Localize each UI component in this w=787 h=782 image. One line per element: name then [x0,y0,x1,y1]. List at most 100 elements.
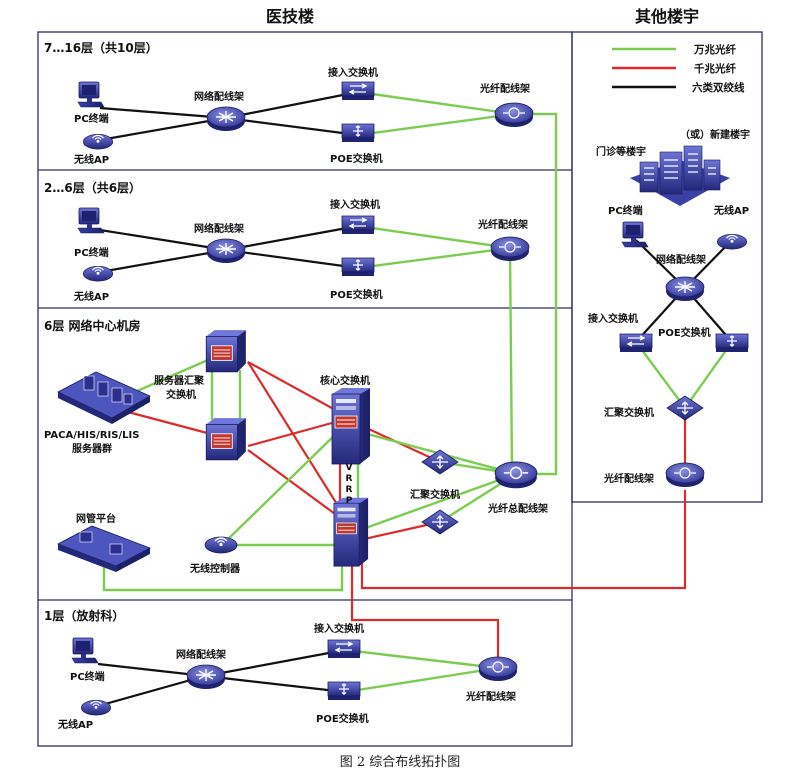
pc-label: PC终端 [608,204,643,217]
link-core-floor1 [350,560,500,668]
fiber-panel-icon [490,236,530,262]
link-panel-access-7 [225,90,359,120]
server-agg-label-1: 服务器汇聚 [154,374,205,387]
link-o-poe-agg [684,341,733,409]
link-fiber7-main [514,112,558,476]
section-floors-2-6: 2…6层（共6层） PC终端 无线AP 网络配线架 接入交换机 POE交换机 光… [44,180,530,303]
server-agg-label-2: 交换机 [166,388,196,401]
core-switch-1-icon [331,387,371,465]
link-access-fiber-2 [357,224,511,250]
link-panel-poe-1 [204,674,346,694]
vrrp-letter: P [346,496,353,506]
main-fiber-panel-icon [494,461,538,490]
section-floors-7-16: 7…16层（共10层） PC终端 无线AP 网络配线架 接入交换机 POE交换机… [44,40,534,166]
section-network-center: 6层 网络中心机房 PACA/HIS/RIS/LIS 服务器群 服务器汇聚 交换… [44,318,548,575]
access-switch-icon [619,333,653,353]
link-poe-fiber-7 [357,112,515,137]
patch-panel-label: 网络配线架 [194,222,244,235]
fiber-panel-icon [478,656,518,682]
link-poe-fiber-1 [344,666,499,694]
fiber-panel-label: 光纤配线架 [603,472,654,485]
pc-icon [77,81,105,108]
server-cluster-label-1: PACA/HIS/RIS/LIS [44,430,139,441]
pc-icon [77,207,105,234]
section-title-2-6: 2…6层（共6层） [44,180,141,195]
legend: 万兆光纤 千兆光纤 六类双绞线 [612,43,745,94]
agg-switch-icon [666,395,704,421]
poe-switch-label: POE交换机 [316,712,369,725]
ap-label: 无线AP [713,204,749,217]
wlc-label: 无线控制器 [189,562,241,575]
fiber-panel-label: 光纤配线架 [477,218,528,231]
access-switch-label: 接入交换机 [588,312,638,325]
section-title-center: 6层 网络中心机房 [44,318,141,333]
main-building-header: 医技楼 [266,7,314,26]
access-switch-label: 接入交换机 [330,198,380,211]
server-cluster-label-2: 服务器群 [72,442,112,455]
server-cluster-icon [57,371,151,424]
link-access-fiber-7 [357,90,515,116]
pc-label: PC终端 [74,246,109,259]
frames [37,31,763,747]
section-floor-1: 1层（放射科） PC终端 无线AP 网络配线架 接入交换机 POE交换机 光纤配… [44,608,518,731]
main-fiber-panel-label: 光纤总配线架 [487,502,548,515]
fiber-panel-icon [494,102,534,128]
nms-label: 网管平台 [76,512,116,525]
access-switch-icon [327,639,361,659]
link-panel-poe-7 [225,116,359,137]
agg-switch-1-icon [421,449,459,475]
vrrp-letter: R [346,474,353,484]
link-panel-access-2 [225,224,359,252]
link-ap-panel-7 [99,116,227,142]
link-o-access-agg [635,341,686,409]
access-switch-icon [341,81,375,101]
wifi-ap-icon [82,265,114,282]
poe-switch-icon [341,123,375,143]
ap-label: 无线AP [73,290,109,303]
ap-label: 无线AP [73,153,109,166]
link-pc-panel-7 [99,106,227,120]
server-agg-switch-2-icon [205,417,247,461]
fiber-panel-label: 光纤配线架 [465,690,516,703]
figure-caption: 图 2 综合布线拓扑图 [340,755,461,770]
buildings-icon [630,145,730,206]
other-building-frame [571,31,763,503]
pc-label: PC终端 [74,112,109,125]
other-clinic-label: 门诊等楼宇 [596,145,646,158]
legend-label-1g: 千兆光纤 [694,62,736,75]
link-core2-mainfiber [359,472,517,532]
other-building-header: 其他楼宇 [635,7,699,26]
patch-panel-icon [186,664,226,690]
section-title-7-16: 7…16层（共10层） [44,40,158,55]
link-ap-panel-1 [97,674,206,708]
core-switch-2-icon [333,497,369,567]
legend-label-10g: 万兆光纤 [693,43,736,56]
link-agg2-core2 [247,449,351,526]
other-or-label: （或）新建楼宇 [680,128,750,141]
wifi-ap-icon [82,133,114,150]
patch-panel-icon [665,276,705,302]
wifi-ap-icon [80,699,112,716]
wireless-controller-icon [204,536,238,554]
patch-panel-label: 网络配线架 [176,648,226,661]
patch-panel-label: 网络配线架 [194,90,244,103]
link-agg1-core2 [247,361,351,526]
section-other-buildings: （或）新建楼宇 门诊等楼宇 PC终端 无线AP 网络配线架 接入交换机 POE交… [588,128,750,488]
core-switch-label: 核心交换机 [320,374,370,387]
agg-switch-label: 汇聚交换机 [410,488,460,501]
link-fiber2-main [508,247,514,471]
poe-switch-icon [341,257,375,277]
fiber-panel-icon [665,462,705,488]
pc-label: PC终端 [70,670,105,683]
access-switch-label: 接入交换机 [314,622,364,635]
link-nms-core [102,560,344,592]
link-panel-access-1 [204,648,346,678]
link-poe-fiber-2 [357,246,511,270]
other-agg-label: 汇聚交换机 [604,406,654,419]
link-access-fiber-1 [344,648,499,670]
access-switch-icon [341,215,375,235]
link-pc-panel-2 [99,228,227,252]
poe-switch-label: POE交换机 [658,326,711,339]
link-panel-poe-2 [225,248,359,270]
